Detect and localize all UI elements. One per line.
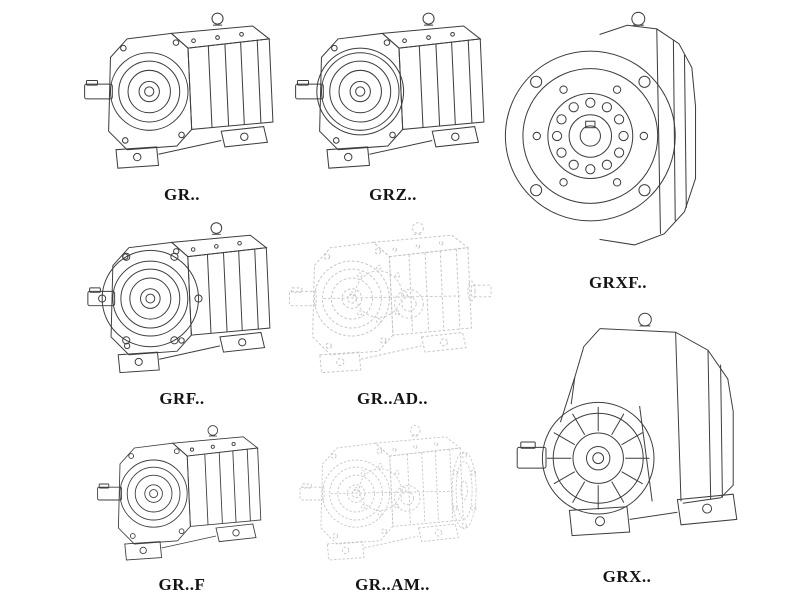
gearbox-drawing-gram [299, 425, 477, 561]
grx-ribbed-boss-group [516, 401, 655, 515]
gearbox-figure-grx: GRX.. [492, 302, 762, 590]
gearbox-figure-gr: GR.. [72, 2, 292, 208]
gearbox-drawing-gr [84, 12, 274, 169]
adapter-shaft-group [467, 280, 492, 302]
model-label-gram: GR..AM.. [355, 575, 430, 594]
grx-feet-group [568, 493, 738, 537]
grxf-flange-group [504, 50, 676, 222]
model-label-gr: GR.. [164, 185, 200, 204]
model-label-grx: GRX.. [602, 567, 652, 586]
gearbox-drawing-grxf [504, 11, 697, 246]
gearbox-figure-grf: GRF.. [72, 212, 292, 412]
gearbox-figure-grxf: GRXF.. [498, 2, 738, 296]
model-label-grf2: GR..F [158, 575, 206, 594]
gearbox-drawing-grad [288, 222, 492, 374]
grx-body-group [559, 312, 734, 504]
model-label-grad: GR..AD.. [356, 389, 429, 408]
model-label-grz: GRZ.. [369, 185, 417, 204]
gearbox-drawing-grz [295, 12, 485, 169]
gearbox-figure-grad: GR..AD.. [285, 212, 500, 412]
gearbox-figure-gram: GR..AM.. [285, 416, 500, 598]
motor-adapter-flange-group [451, 451, 477, 530]
model-label-grf: GRF.. [159, 389, 205, 408]
gearbox-drawing-grf2 [97, 425, 262, 561]
gearbox-figure-grz: GRZ.. [288, 2, 498, 208]
model-label-grxf: GRXF.. [588, 273, 648, 292]
grz-extra-bearing-group [316, 47, 405, 136]
gearbox-figure-grf2: GR..F [72, 416, 292, 598]
gearbox-drawing-grx [516, 312, 738, 537]
gearbox-drawing-grf [87, 222, 271, 374]
grxf-body-group [599, 11, 697, 246]
grxf-hub-gear-group [547, 93, 634, 179]
